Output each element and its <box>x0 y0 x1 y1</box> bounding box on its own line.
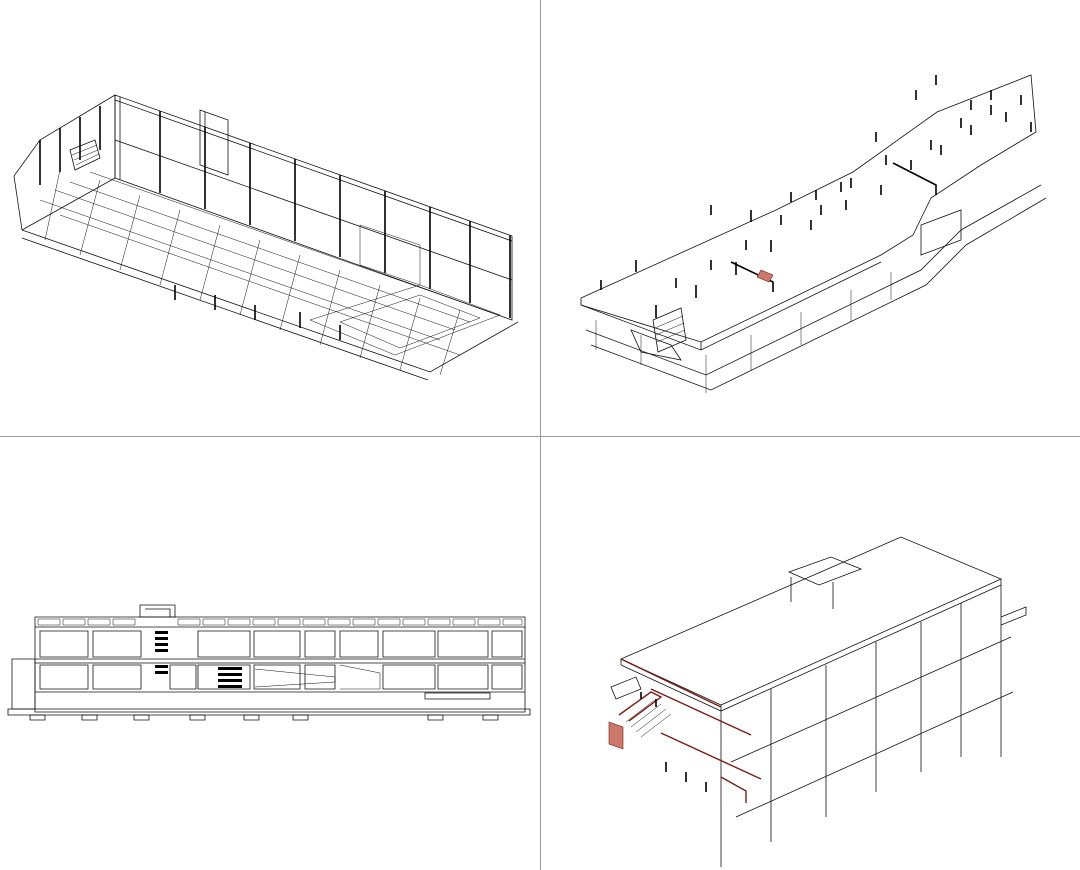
roof-slab <box>580 74 1037 351</box>
frame-foundation-grid <box>39 169 501 376</box>
elevation-parapet <box>37 618 523 626</box>
frame-columns <box>39 106 511 340</box>
horizontal-divider <box>0 436 1080 437</box>
cutaway-columns <box>640 692 707 792</box>
cutaway-isometric-drawing <box>608 536 1027 867</box>
elevation-outline <box>7 604 531 716</box>
viewport-elevation[interactable] <box>0 437 540 870</box>
slab-stair <box>652 307 687 353</box>
frame-stair <box>69 139 101 171</box>
slab-columns <box>600 75 1032 318</box>
cutaway-highlighted-floors <box>620 658 762 803</box>
frame-isometric-drawing <box>13 94 519 381</box>
highlighted-beams <box>730 162 937 292</box>
cutaway-stair <box>608 676 672 750</box>
elevation-stair-hatch <box>155 631 242 688</box>
cutaway-walls <box>720 585 1027 867</box>
viewport-isometric-cutaway[interactable] <box>541 437 1080 870</box>
vertical-divider <box>540 0 541 870</box>
slab-isometric-drawing <box>580 74 1047 393</box>
cutaway-roof <box>620 536 1003 712</box>
viewport-isometric-frame[interactable] <box>0 0 540 436</box>
frame-outline <box>13 94 519 381</box>
elevation-drawing <box>7 604 531 721</box>
elevation-footings <box>29 714 499 721</box>
viewport-isometric-slab[interactable] <box>541 0 1080 436</box>
lower-floors <box>585 184 1047 393</box>
elevation-panels <box>39 630 523 700</box>
